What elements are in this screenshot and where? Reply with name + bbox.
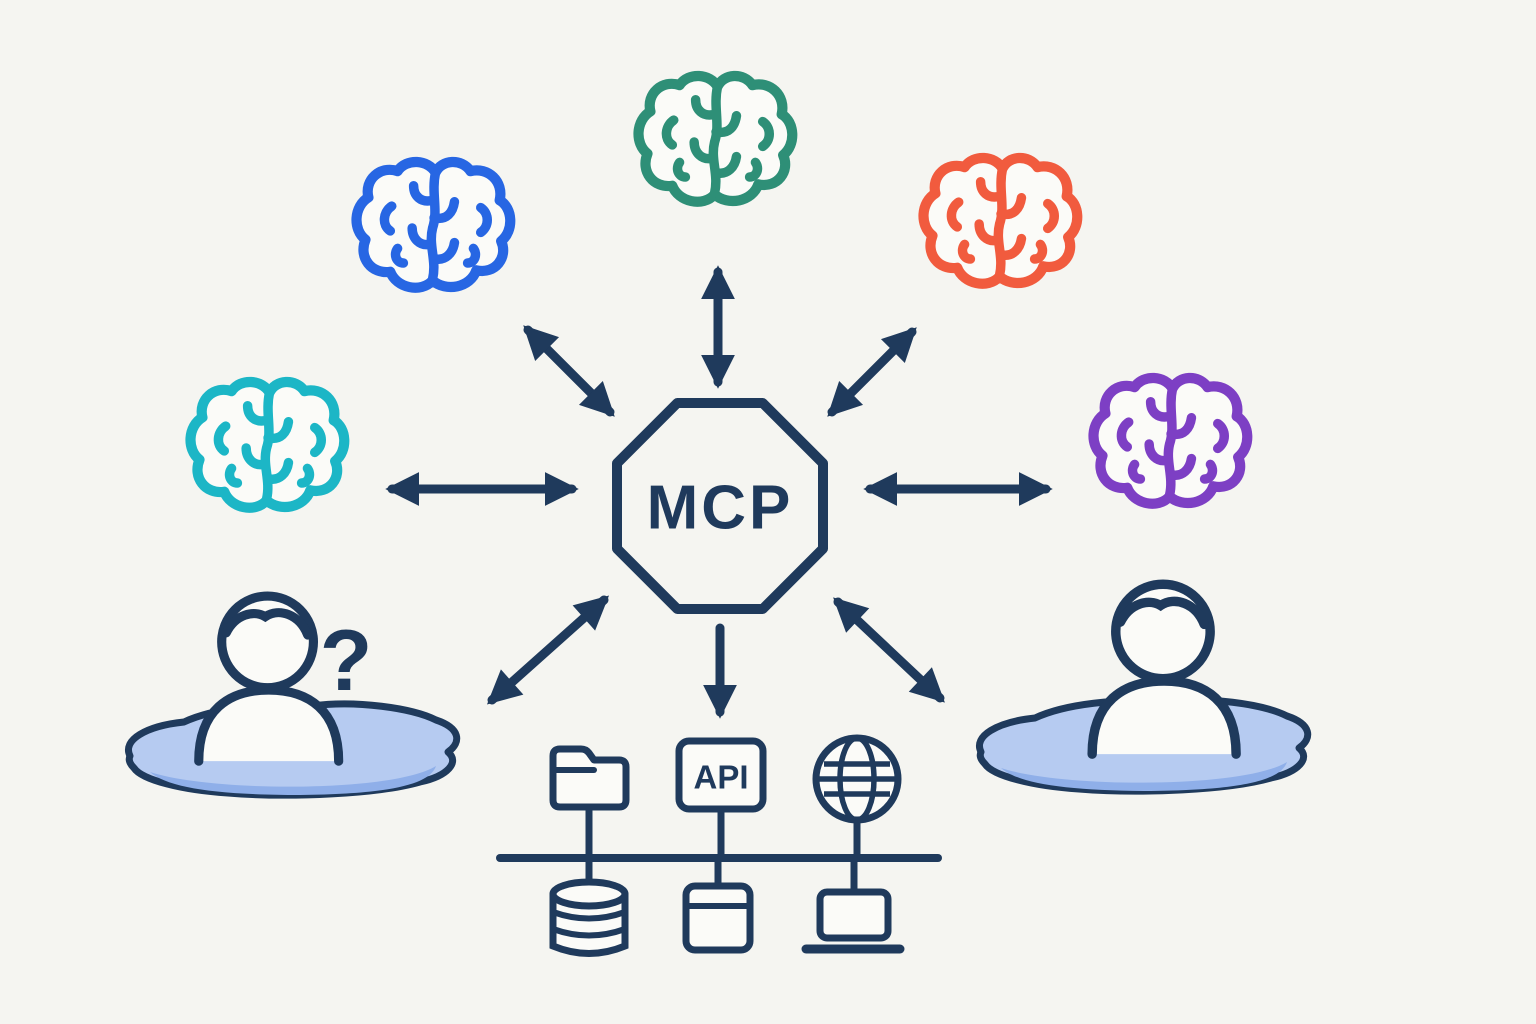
user-left-icon <box>199 596 339 761</box>
connector-arrows <box>385 265 1053 719</box>
user-right-icon <box>1092 584 1236 754</box>
arrow-hub-lower-left-user <box>486 595 610 705</box>
server-icon <box>682 882 754 954</box>
arrow-hub-upper-left-brain <box>523 325 615 417</box>
right-user-group <box>976 584 1312 795</box>
mcp-hub-label: MCP <box>647 474 794 543</box>
database-icon <box>549 878 629 957</box>
brain-icon-teal <box>639 76 793 202</box>
question-mark: ? <box>320 613 373 709</box>
api-label: API <box>693 759 748 796</box>
mcp-hub: MCP <box>612 398 828 614</box>
brain-icon-purple <box>1094 378 1248 504</box>
brain-icon-blue <box>357 162 511 288</box>
laptop-icon <box>801 888 905 954</box>
globe-icon <box>812 734 902 824</box>
arrow-hub-lower-right-user <box>833 597 945 703</box>
brain-icon-orange <box>924 158 1078 284</box>
arrow-hub-upper-right-brain <box>827 327 917 417</box>
network-bus-lines <box>496 803 942 896</box>
left-user-group: ? <box>125 596 461 799</box>
folder-icon <box>549 745 630 811</box>
octagon-shape <box>612 398 828 614</box>
resources-cluster: API <box>496 734 942 957</box>
api-icon: API <box>675 737 767 813</box>
brain-icon-cyan <box>191 382 345 508</box>
